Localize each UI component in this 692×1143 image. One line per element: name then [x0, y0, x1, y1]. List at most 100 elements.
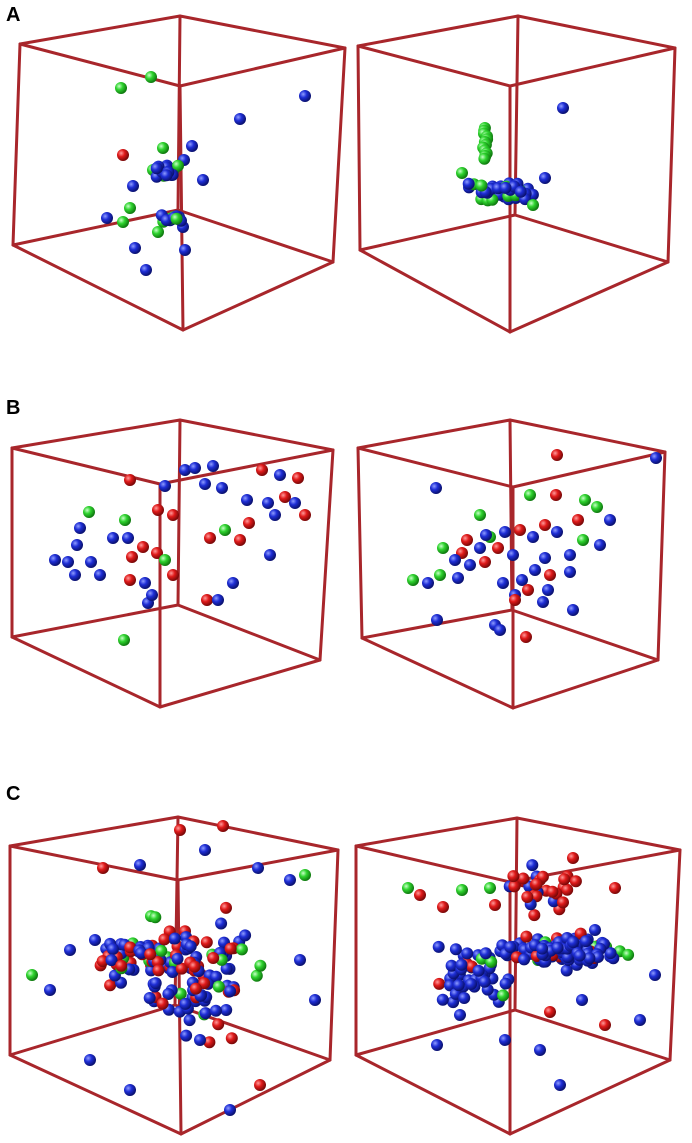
blue-sphere — [576, 994, 588, 1006]
box-edge — [11, 243, 185, 332]
red-sphere — [158, 933, 171, 946]
green-sphere — [577, 534, 589, 546]
red-sphere — [517, 872, 530, 885]
blue-sphere — [289, 497, 301, 509]
blue-sphere — [536, 942, 549, 955]
green-sphere — [434, 569, 446, 581]
red-sphere — [544, 1006, 556, 1018]
box-edge — [356, 418, 512, 450]
blue-sphere — [432, 940, 445, 953]
blue-sphere — [431, 1039, 443, 1051]
red-sphere — [254, 1079, 266, 1091]
blue-sphere — [499, 526, 511, 538]
box-edge — [511, 450, 667, 489]
red-sphere — [520, 631, 532, 643]
blue-sphere — [518, 953, 531, 966]
green-sphere — [524, 489, 536, 501]
green-sphere — [152, 226, 164, 238]
blue-sphere — [445, 959, 458, 972]
green-sphere — [117, 216, 129, 228]
red-sphere — [189, 982, 202, 995]
box-edge — [508, 418, 514, 612]
red-sphere — [207, 952, 220, 964]
blue-sphere — [551, 941, 564, 954]
red-sphere — [137, 541, 149, 553]
red-sphere — [561, 883, 574, 896]
green-sphere — [219, 524, 231, 536]
box-edge — [176, 815, 340, 852]
blue-sphere — [224, 1104, 236, 1116]
green-sphere — [250, 969, 263, 982]
blue-sphere — [560, 964, 573, 977]
blue-sphere — [539, 172, 551, 184]
blue-sphere — [579, 935, 592, 948]
red-sphere — [567, 852, 579, 864]
blue-sphere — [649, 969, 661, 981]
blue-sphere — [84, 1054, 96, 1066]
blue-sphere — [199, 478, 211, 490]
blue-sphere — [162, 988, 175, 1000]
red-sphere — [530, 878, 543, 890]
box-edge — [18, 14, 182, 46]
blue-sphere — [436, 993, 449, 1006]
green-sphere — [124, 202, 136, 214]
blue-sphere — [458, 992, 471, 1004]
box-edge — [354, 816, 519, 848]
box-edge — [8, 815, 180, 848]
blue-sphere — [526, 859, 539, 872]
box-edge — [360, 636, 515, 710]
blue-sphere — [573, 949, 586, 962]
red-sphere — [507, 870, 520, 883]
red-sphere — [256, 464, 268, 476]
red-sphere — [124, 941, 137, 954]
blue-sphere — [168, 932, 181, 945]
blue-sphere — [529, 564, 541, 576]
red-sphere — [217, 820, 229, 832]
blue-sphere — [452, 572, 464, 584]
blue-sphere — [452, 979, 465, 992]
blue-sphere — [478, 975, 491, 988]
red-sphere — [225, 1032, 238, 1045]
blue-sphere — [604, 514, 616, 526]
red-sphere — [156, 997, 169, 1010]
green-sphere — [579, 494, 591, 506]
blue-sphere — [461, 947, 474, 960]
red-sphere — [188, 960, 201, 973]
box-edge — [511, 658, 660, 710]
box-edge — [179, 1058, 332, 1136]
blue-sphere — [199, 844, 211, 856]
blue-sphere — [215, 917, 228, 930]
blue-sphere — [180, 1029, 193, 1042]
red-sphere — [528, 909, 541, 922]
blue-sphere — [166, 966, 179, 978]
green-sphere — [456, 884, 468, 896]
box-edge — [354, 1053, 512, 1136]
blue-sphere — [209, 1004, 222, 1017]
blue-sphere — [220, 962, 233, 975]
blue-sphere — [534, 1044, 546, 1056]
blue-sphere — [499, 1034, 511, 1046]
red-sphere — [204, 532, 216, 544]
green-sphere — [115, 82, 127, 94]
blue-sphere — [171, 952, 184, 965]
blue-sphere — [514, 185, 527, 198]
red-sphere — [544, 569, 556, 581]
panel-label-b: B — [6, 397, 21, 419]
box-edge — [356, 44, 362, 252]
blue-sphere — [194, 1034, 206, 1046]
blue-sphere — [210, 970, 223, 983]
box-edge — [668, 848, 682, 1062]
red-sphere — [433, 977, 446, 990]
blue-sphere — [465, 978, 478, 990]
blue-sphere — [74, 522, 86, 534]
box-edge — [11, 42, 22, 247]
box-edge — [356, 446, 364, 640]
box-edge — [508, 1058, 672, 1136]
blue-sphere — [604, 947, 617, 960]
blue-sphere — [146, 589, 158, 601]
blue-sphere — [71, 539, 83, 551]
blue-sphere — [129, 242, 141, 254]
blue-sphere — [430, 482, 442, 494]
box-edge — [358, 213, 517, 252]
red-sphere — [569, 875, 582, 888]
